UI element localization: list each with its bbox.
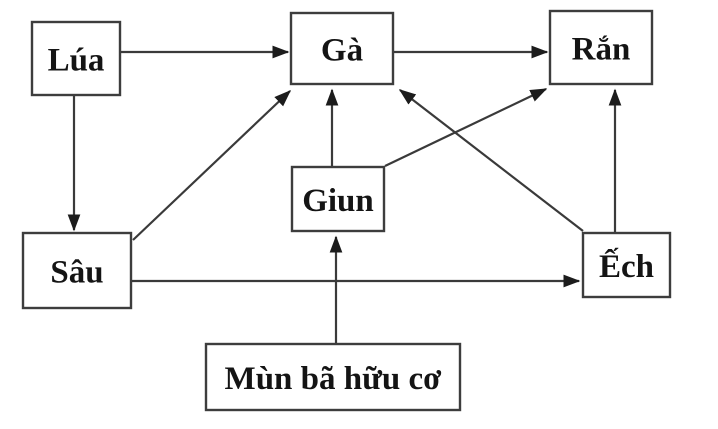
- edges-layer: [67, 45, 622, 344]
- arrow-ech-to-ga: [398, 89, 584, 232]
- arrow-sau-to-ga: [132, 90, 292, 241]
- node-mun: Mùn bã hữu cơ: [204, 342, 462, 412]
- node-box-ran: [548, 9, 654, 86]
- node-lua: Lúa: [30, 20, 122, 97]
- node-label-giun: Giun: [302, 183, 374, 219]
- node-ech: Ếch: [581, 231, 672, 299]
- node-label-ran: Rắn: [572, 31, 631, 67]
- arrow-giun-to-ran: [384, 88, 548, 167]
- node-label-ga: Gà: [321, 32, 363, 68]
- node-box-ga: [289, 11, 395, 86]
- node-box-mun: [204, 342, 462, 412]
- node-sau: Sâu: [21, 231, 133, 310]
- node-label-sau: Sâu: [50, 254, 103, 290]
- node-box-lua: [30, 20, 122, 97]
- node-ran: Rắn: [548, 9, 654, 86]
- node-box-ech: [581, 231, 672, 299]
- node-label-mun: Mùn bã hữu cơ: [225, 361, 443, 397]
- node-box-sau: [21, 231, 133, 310]
- node-giun: Giun: [290, 165, 386, 233]
- node-label-lua: Lúa: [48, 42, 105, 78]
- node-label-ech: Ếch: [599, 246, 654, 285]
- node-ga: Gà: [289, 11, 395, 86]
- node-box-giun: [290, 165, 386, 233]
